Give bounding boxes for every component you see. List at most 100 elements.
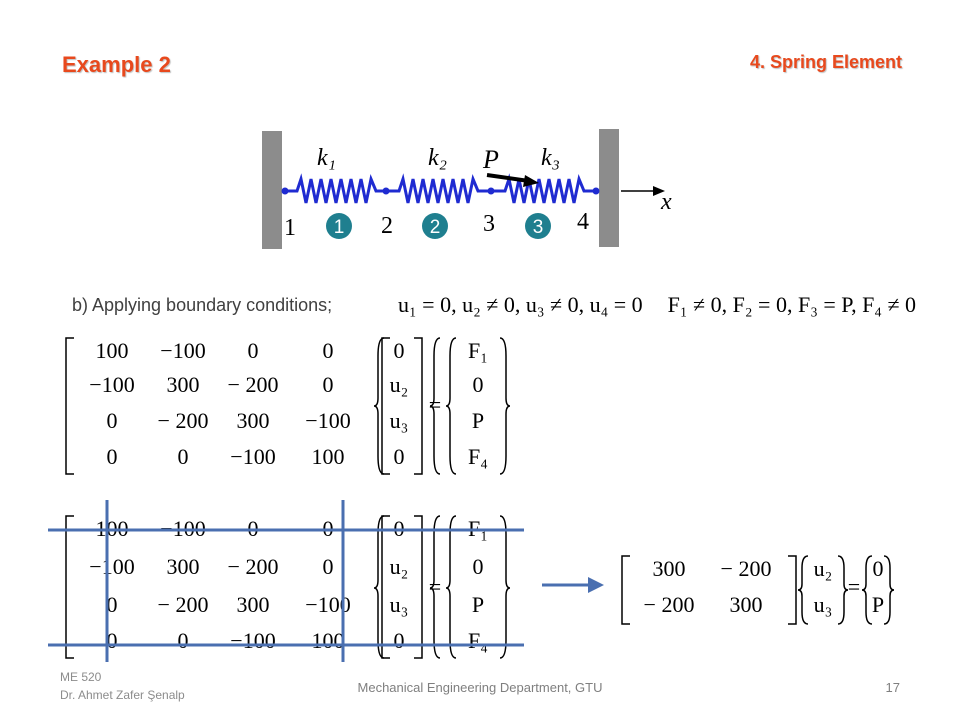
element-badges: 1 2 3 (326, 213, 551, 239)
matrix-2-brackets (65, 515, 511, 659)
matrix-1-brackets (65, 337, 441, 475)
matrix-cell: −100 (89, 372, 135, 397)
vector-cell: F₄ (468, 444, 488, 469)
axis-label: x (660, 189, 672, 215)
boundary-conditions-label: b) Applying boundary conditions; (72, 295, 333, 315)
bc-f1: F₁ ≠ 0, (667, 292, 728, 317)
slide-title: Example 2 (62, 52, 171, 77)
vector-cell: 0 (393, 338, 405, 363)
matrix-cell: −100 (160, 338, 206, 363)
equals-sign: = (428, 574, 442, 599)
matrix-cell: − 200 (643, 592, 695, 617)
matrix-cell: − 200 (720, 556, 772, 581)
matrix-cell: 300 (652, 556, 686, 581)
bc-u1: u₁ = 0, (398, 292, 457, 317)
node-dot (487, 187, 495, 195)
matrix-cell: − 200 (227, 372, 279, 397)
spring-2 (385, 173, 491, 204)
matrix-cell: 100 (311, 444, 345, 469)
vector-cell: u₂ (813, 556, 833, 581)
matrix-cell: − 200 (157, 592, 209, 617)
matrix-cell: 0 (322, 338, 334, 363)
node-dot (281, 187, 289, 195)
vector-cell: u₃ (389, 408, 409, 433)
vector-cell: F₁ (468, 338, 488, 363)
node-number: 4 (577, 209, 589, 235)
reduce-arrowhead (588, 577, 604, 593)
vector-cell: F₄ (468, 628, 488, 653)
matrix-cell: 100 (95, 338, 129, 363)
vector-cell: 0 (472, 554, 484, 579)
vector-cell: P (871, 592, 885, 617)
reduced-brackets (621, 555, 895, 625)
node-number: 3 (483, 211, 495, 237)
page-number: 17 (885, 680, 900, 695)
spring-1 (283, 173, 385, 204)
vector-cell: 0 (472, 372, 484, 397)
vector-cell: P (471, 592, 485, 617)
element-number: 3 (533, 217, 544, 238)
right-wall (599, 129, 619, 247)
matrix-cell: −100 (230, 444, 276, 469)
matrix-cell: 300 (166, 554, 200, 579)
vector-cell: P (471, 408, 485, 433)
matrix-cell: 0 (177, 444, 189, 469)
bc-u3: u₃ ≠ 0, (525, 292, 585, 317)
force-arrowhead (523, 175, 539, 187)
vector-cell: 0 (393, 444, 405, 469)
node-dot (592, 187, 600, 195)
footer-course: ME 520 (60, 670, 102, 684)
matrix-cell: − 200 (227, 554, 279, 579)
element-number: 1 (334, 217, 345, 238)
bc-u4: u₄ = 0 (589, 292, 643, 317)
vector-cell: u₃ (813, 592, 833, 617)
matrix-equation-2: 100 −100 0 0 −100 300 − 200 0 0 − 200 30… (60, 512, 520, 660)
force-label: P (482, 145, 499, 174)
force-arrow (486, 173, 530, 183)
vector-cell: u₂ (389, 554, 409, 579)
springs (283, 173, 597, 204)
section-title: 4. Spring Element (749, 52, 902, 72)
matrix-cell: 100 (311, 628, 345, 653)
matrix-cell: −100 (305, 408, 351, 433)
node-number: 1 (284, 215, 296, 241)
matrix-cell: 0 (322, 372, 334, 397)
matrix-cell: 0 (106, 444, 118, 469)
matrix-cell: 0 (247, 338, 259, 363)
bc-u2: u₂ ≠ 0, (462, 292, 521, 317)
spring-label-k2: k₂ (428, 145, 447, 171)
bc-f2: F₂ = 0, (732, 292, 793, 317)
element-badge (422, 213, 448, 239)
reduced-equation: 300 − 200 − 200 300 u₂ u₃ = 0 P (616, 554, 896, 626)
matrix-1-braces-right (445, 337, 510, 475)
bc-f3: F₃ = P, (797, 292, 857, 317)
matrix-cell: 300 (236, 408, 270, 433)
nodes (281, 187, 600, 195)
element-badge (525, 213, 551, 239)
left-wall (262, 131, 282, 249)
vector-cell: u₂ (389, 372, 409, 397)
equals-sign: = (428, 392, 442, 417)
matrix-cell: −100 (89, 554, 135, 579)
spring-3 (491, 173, 597, 204)
matrix-cell: 0 (177, 628, 189, 653)
matrix-equation-1: 100 −100 0 0 −100 300 − 200 0 0 − 200 30… (60, 336, 510, 476)
matrix-cell: 0 (106, 628, 118, 653)
element-number: 2 (430, 217, 441, 238)
element-badge (326, 213, 352, 239)
equals-sign: = (847, 574, 861, 599)
matrix-cell: −100 (230, 628, 276, 653)
node-dot (382, 187, 390, 195)
matrix-cell: − 200 (157, 408, 209, 433)
node-number: 2 (381, 213, 393, 239)
matrix-cell: 0 (322, 554, 334, 579)
matrix-cell: 0 (106, 592, 118, 617)
footer-author: Dr. Ahmet Zafer Şenalp (60, 688, 185, 702)
matrix-cell: 0 (106, 408, 118, 433)
matrix-cell: 300 (166, 372, 200, 397)
boundary-conditions-equation: u₁ = 0, u₂ ≠ 0, u₃ ≠ 0, u₄ = 0 F₁ ≠ 0, F… (398, 292, 916, 318)
bc-f4: F₄ ≠ 0 (862, 292, 917, 317)
vector-cell: 0 (872, 556, 884, 581)
matrix-cell: 300 (729, 592, 763, 617)
